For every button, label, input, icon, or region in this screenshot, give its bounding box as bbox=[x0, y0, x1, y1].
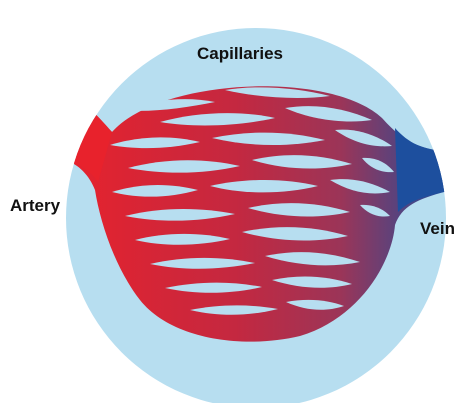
capillaries-label: Capillaries bbox=[197, 44, 283, 64]
vein-label: Vein bbox=[420, 219, 455, 239]
artery-label: Artery bbox=[10, 196, 60, 216]
